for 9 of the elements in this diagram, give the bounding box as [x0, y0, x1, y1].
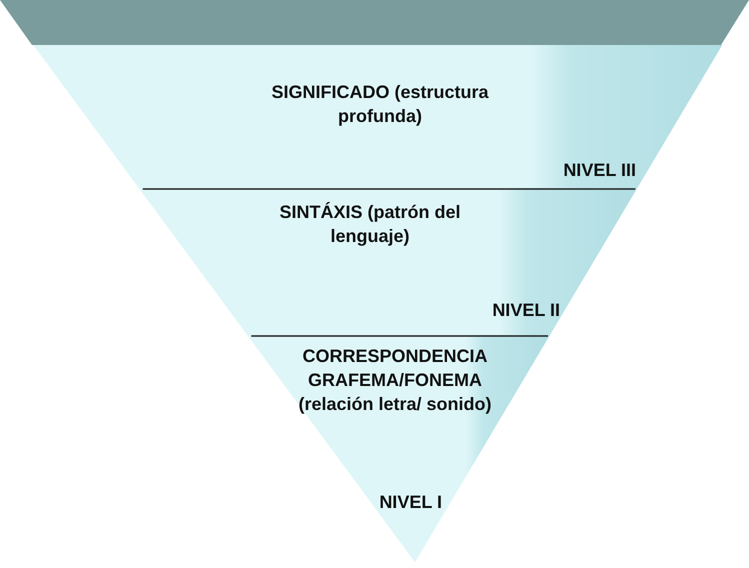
pyramid-band: [33, 45, 723, 188]
level-title: CORRESPONDENCIA GRAFEMA/FONEMA (relación letra/ sonido): [297, 345, 493, 416]
level-title: SIGNIFICADO (estructura profunda): [270, 81, 490, 128]
level-title: SINTÁXIS (patrón del lenguaje): [278, 201, 462, 248]
level-label: NIVEL III: [563, 159, 636, 182]
level-label: NIVEL II: [492, 299, 560, 322]
level-label: NIVEL I: [379, 491, 442, 514]
pyramid-band: [247, 335, 551, 562]
pyramid-band: [138, 188, 638, 335]
